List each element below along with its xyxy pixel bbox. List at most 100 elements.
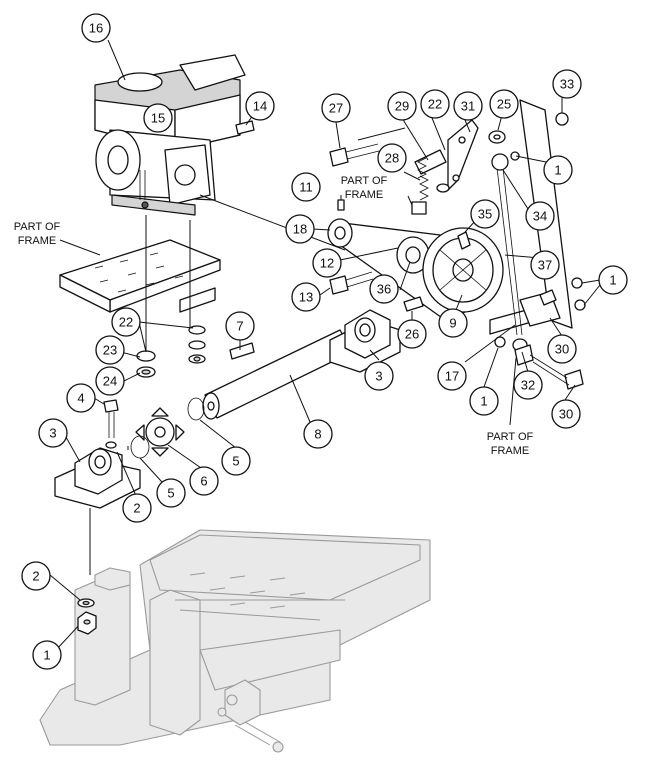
svg-text:37: 37 xyxy=(538,258,552,273)
callout-23: 23 xyxy=(95,335,125,365)
svg-text:16: 16 xyxy=(89,21,103,36)
svg-text:33: 33 xyxy=(560,77,574,92)
callout-37: 37 xyxy=(530,250,560,280)
svg-text:3: 3 xyxy=(375,369,382,384)
key-pin-14 xyxy=(235,120,255,135)
callout-30-upper: 30 xyxy=(547,334,577,364)
svg-text:22: 22 xyxy=(119,315,133,330)
callout-32: 32 xyxy=(513,370,543,400)
callout-30-lower: 30 xyxy=(551,399,581,429)
svg-text:FRAME: FRAME xyxy=(491,445,530,457)
svg-text:35: 35 xyxy=(478,207,492,222)
svg-text:13: 13 xyxy=(299,290,313,305)
svg-text:34: 34 xyxy=(533,209,547,224)
callout-17: 17 xyxy=(437,361,467,391)
callout-5-left: 5 xyxy=(156,478,186,508)
svg-text:5: 5 xyxy=(167,486,174,501)
svg-text:1: 1 xyxy=(480,394,487,409)
svg-text:24: 24 xyxy=(103,374,117,389)
svg-text:4: 4 xyxy=(77,391,84,406)
svg-text:11: 11 xyxy=(299,180,313,195)
callout-34: 34 xyxy=(525,201,555,231)
callout-27: 27 xyxy=(321,93,351,123)
svg-text:6: 6 xyxy=(200,474,207,489)
ghost-frame xyxy=(39,529,431,753)
callout-9: 9 xyxy=(438,308,468,338)
callout-1-lower: 1 xyxy=(469,386,499,416)
engine xyxy=(94,54,246,216)
svg-text:PART OF: PART OF xyxy=(341,175,388,187)
callout-2-lower: 2 xyxy=(21,561,51,591)
svg-text:8: 8 xyxy=(314,427,321,442)
svg-text:32: 32 xyxy=(521,378,535,393)
svg-text:3: 3 xyxy=(49,426,56,441)
callout-7: 7 xyxy=(225,311,255,341)
callout-2-upper: 2 xyxy=(122,493,152,523)
svg-text:12: 12 xyxy=(320,256,334,271)
part-of-frame-note-left: PART OF FRAME xyxy=(14,221,61,247)
callout-1-upper: 1 xyxy=(543,155,573,185)
svg-text:PART OF: PART OF xyxy=(487,431,534,443)
key-7 xyxy=(229,342,255,360)
callout-5-right: 5 xyxy=(221,446,251,476)
svg-text:27: 27 xyxy=(329,101,343,116)
svg-text:36: 36 xyxy=(377,282,391,297)
set-screw-11 xyxy=(337,199,345,211)
mount-plate xyxy=(59,239,221,313)
tensioner-assembly xyxy=(329,119,506,215)
svg-text:29: 29 xyxy=(395,99,409,114)
svg-text:28: 28 xyxy=(385,151,399,166)
callout-26: 26 xyxy=(397,319,427,349)
impeller-6 xyxy=(135,407,185,457)
callout-1-right: 1 xyxy=(598,265,628,295)
callout-16: 16 xyxy=(81,13,111,43)
callout-25: 25 xyxy=(489,89,519,119)
svg-text:2: 2 xyxy=(133,501,140,516)
part-of-frame-note-bottom: PART OF FRAME xyxy=(487,431,534,457)
callout-12: 12 xyxy=(312,248,342,278)
mount-plate-slots xyxy=(94,252,184,293)
part-of-frame-note-top: PART OF FRAME xyxy=(341,175,388,201)
svg-text:14: 14 xyxy=(253,99,267,114)
svg-text:1: 1 xyxy=(609,273,616,288)
ghost-tray-slots xyxy=(189,572,306,609)
bolt-4 xyxy=(103,399,119,449)
washer-nut-stack xyxy=(136,325,206,378)
callout-22-top: 22 xyxy=(420,89,450,119)
bolt-13 xyxy=(329,271,374,295)
callout-1-bottom: 1 xyxy=(32,640,62,670)
callout-6: 6 xyxy=(189,466,219,496)
svg-text:2: 2 xyxy=(32,569,39,584)
pillow-block-bearing-upper xyxy=(329,309,401,373)
svg-text:18: 18 xyxy=(293,222,307,237)
callout-3-lower: 3 xyxy=(38,418,68,448)
svg-text:17: 17 xyxy=(445,369,459,384)
svg-text:31: 31 xyxy=(461,99,475,114)
svg-text:30: 30 xyxy=(559,407,573,422)
set-screw-35 xyxy=(457,231,471,250)
svg-text:1: 1 xyxy=(554,163,561,178)
callout-3-upper: 3 xyxy=(364,361,394,391)
callout-18: 18 xyxy=(285,214,315,244)
svg-text:7: 7 xyxy=(236,319,243,334)
svg-text:15: 15 xyxy=(151,111,165,126)
callout-11: 11 xyxy=(291,172,321,202)
callout-8: 8 xyxy=(303,419,333,449)
bottom-hardware xyxy=(77,598,97,635)
pillow-block-bearing-lower xyxy=(54,447,141,509)
svg-text:25: 25 xyxy=(497,97,511,112)
svg-text:30: 30 xyxy=(555,342,569,357)
svg-text:1: 1 xyxy=(43,648,50,663)
callout-35: 35 xyxy=(470,199,500,229)
svg-text:9: 9 xyxy=(449,316,456,331)
callout-15: 15 xyxy=(143,103,173,133)
svg-text:FRAME: FRAME xyxy=(18,235,57,247)
callout-14: 14 xyxy=(245,91,275,121)
svg-text:22: 22 xyxy=(428,97,442,112)
callout-22-left: 22 xyxy=(111,307,141,337)
callout-29: 29 xyxy=(387,91,417,121)
callout-28: 28 xyxy=(377,143,407,173)
svg-text:26: 26 xyxy=(405,327,419,342)
callout-4: 4 xyxy=(66,383,96,413)
